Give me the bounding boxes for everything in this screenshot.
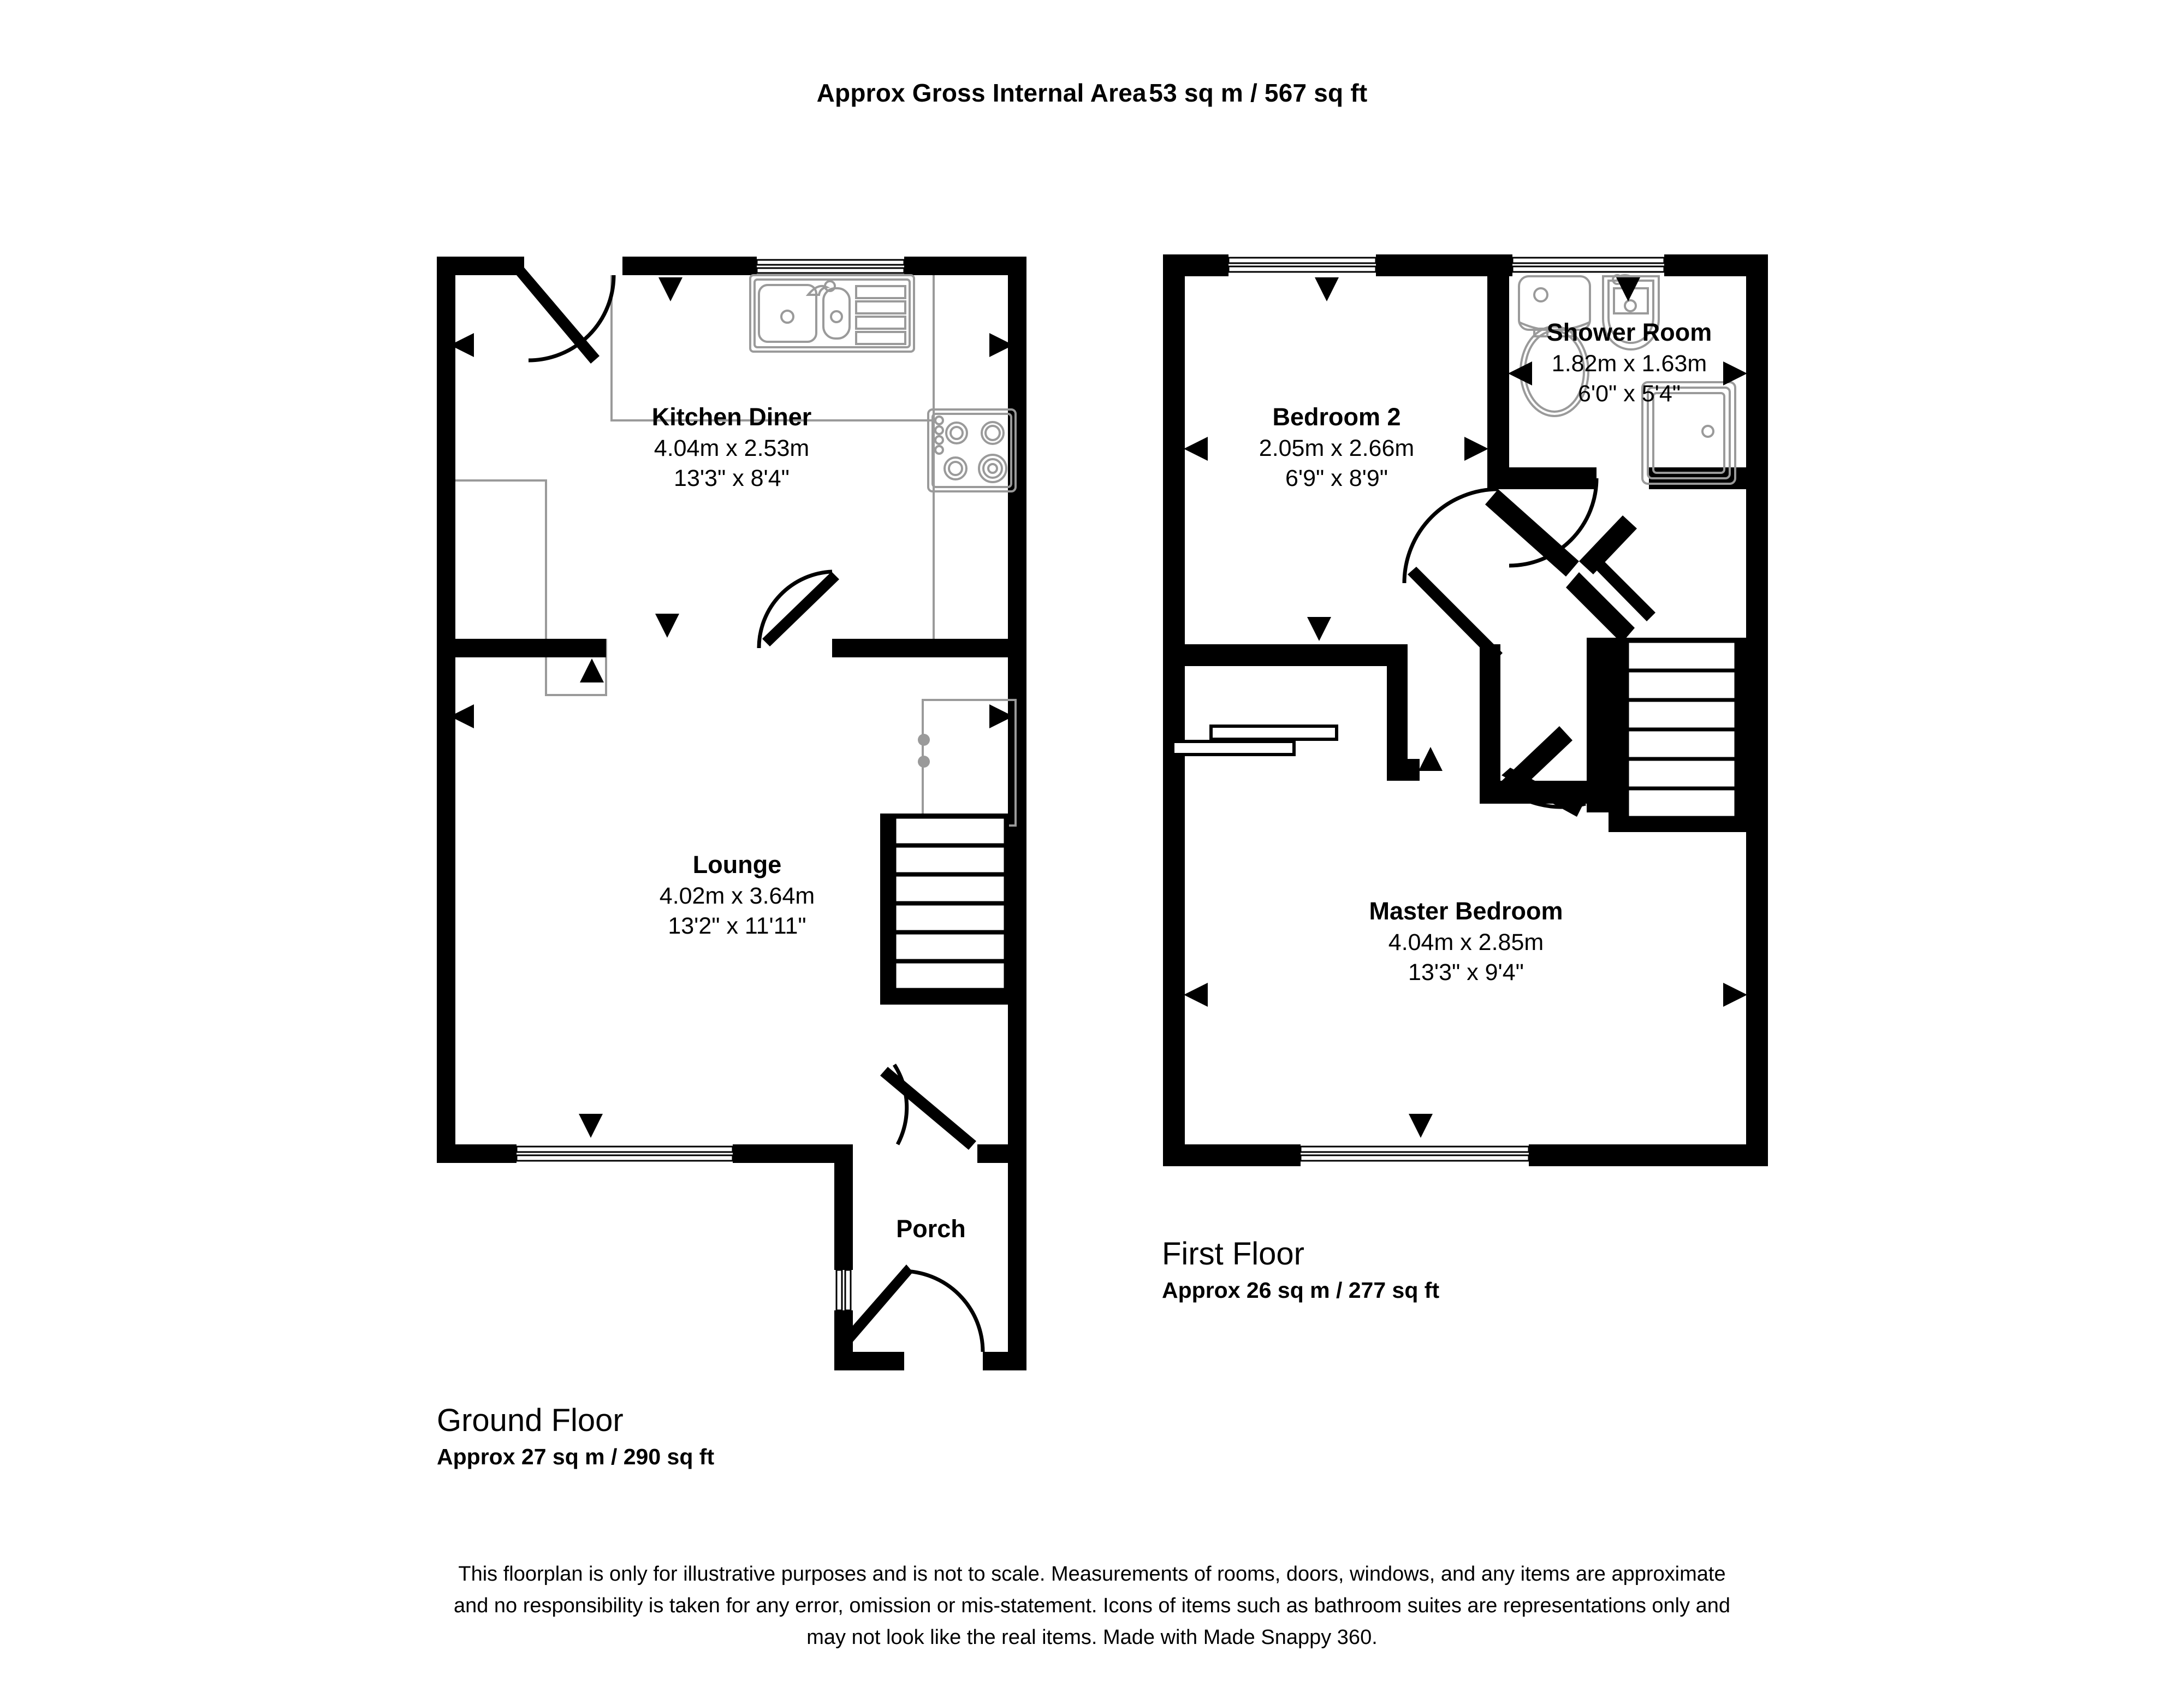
door-master-bedroom <box>1497 768 1586 817</box>
header: Approx Gross Internal Area 53 sq m / 567… <box>0 76 2184 110</box>
first-floor-walls <box>1163 254 1768 1166</box>
first-floor-plan <box>1163 254 1768 1166</box>
disclaimer-line-1: This floorplan is only for illustrative … <box>458 1563 1726 1586</box>
toilet-icon <box>1518 275 1591 417</box>
window-lounge-bottom <box>515 1144 734 1163</box>
shower-tray-icon <box>1641 381 1736 485</box>
window-kitchen-top <box>756 257 905 275</box>
door-bedroom2 <box>1402 487 1503 662</box>
view-direction-markers-first <box>1184 277 1747 1138</box>
door-porch-inner <box>880 1064 976 1150</box>
ground-floor-area: Approx 27 sq m / 290 sq ft <box>437 1444 715 1470</box>
total-area-text: 53 sq m / 567 sq ft <box>1149 79 1368 107</box>
cupboard-sliding-doors <box>1171 725 1338 756</box>
disclaimer-line-3: may not look like the real items. Made w… <box>806 1625 1378 1649</box>
ground-floor-title: Ground Floor <box>437 1403 624 1438</box>
ground-floor-windows <box>515 257 905 1163</box>
door-shower-room <box>1509 478 1655 621</box>
disclaimer: This floorplan is only for illustrative … <box>0 1559 2184 1653</box>
window-porch-left <box>834 1269 853 1311</box>
door-kitchen-lounge <box>757 569 839 649</box>
fridge-icon <box>918 734 930 768</box>
porch-structure <box>834 1144 1026 1370</box>
ground-floor-walls <box>437 257 1026 1163</box>
ground-internal-walls <box>455 639 1008 657</box>
first-floor-caption: First Floor Approx 26 sq m / 277 sq ft <box>1162 1234 1439 1308</box>
ground-floor-caption: Ground Floor Approx 27 sq m / 290 sq ft <box>437 1400 714 1474</box>
first-floor-windows <box>1227 254 1665 1166</box>
page-title: Approx Gross Internal Area <box>816 79 1147 107</box>
kitchen-units <box>455 275 1017 827</box>
sink-with-drainer-icon <box>749 274 915 353</box>
disclaimer-line-2: and no responsibility is taken for any e… <box>453 1594 1731 1617</box>
first-floor-title: First Floor <box>1162 1236 1304 1272</box>
window-master-bottom <box>1299 1144 1530 1166</box>
view-direction-markers-ground <box>450 277 1013 1138</box>
first-floor-area: Approx 26 sq m / 277 sq ft <box>1162 1278 1440 1303</box>
stairs-first-icon <box>1609 638 1747 832</box>
stairs-ground-icon <box>880 814 1009 1005</box>
door-kitchen-back <box>517 268 616 364</box>
window-shower-top <box>1511 254 1665 276</box>
window-bedroom2-top <box>1227 254 1377 276</box>
hob-icon <box>927 408 1017 492</box>
door-porch-front <box>838 1264 985 1352</box>
ground-floor-plan <box>437 257 1026 1370</box>
